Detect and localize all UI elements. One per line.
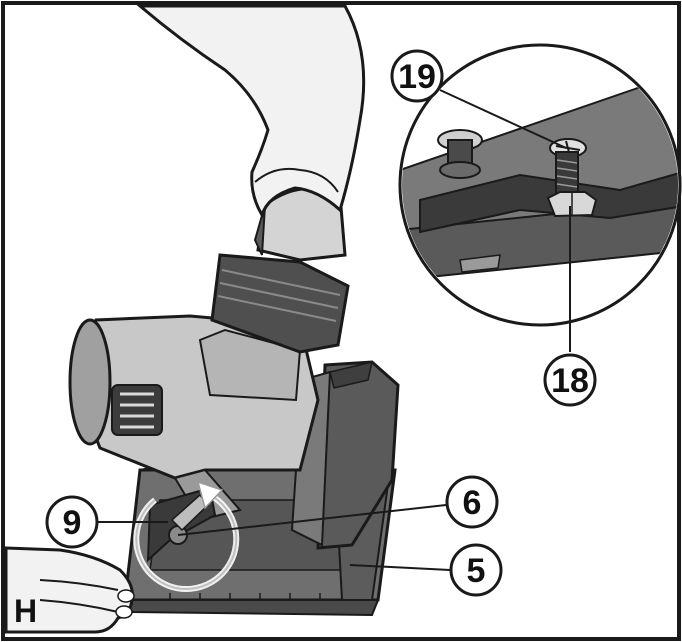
battery-pack bbox=[210, 253, 350, 354]
callout-label-9: 9 bbox=[63, 504, 82, 542]
bevel-adjust-lever bbox=[146, 486, 217, 563]
hand-illustration-lower bbox=[4, 546, 135, 634]
vent-grille bbox=[111, 384, 163, 436]
nut-icon bbox=[546, 191, 598, 218]
adjustment-screw-19 bbox=[549, 138, 587, 195]
callout-label-6: 6 bbox=[463, 484, 482, 522]
callout-label-19: 19 bbox=[398, 58, 436, 96]
motor-housing bbox=[68, 314, 320, 522]
callout-9: 9 bbox=[45, 495, 99, 549]
callout-19: 19 bbox=[390, 49, 444, 103]
figure-letter: H bbox=[14, 593, 37, 629]
detail-magnifier bbox=[398, 43, 682, 327]
callout-18: 18 bbox=[543, 353, 597, 407]
leader-lines bbox=[98, 89, 571, 571]
hand-illustration-upper bbox=[135, 4, 366, 219]
rotation-arrow-icon bbox=[133, 480, 240, 592]
callout-label-5: 5 bbox=[467, 552, 486, 590]
callout-6: 6 bbox=[445, 475, 499, 529]
callout-label-18: 18 bbox=[551, 362, 589, 400]
screw-icon bbox=[437, 129, 483, 179]
callout-5: 5 bbox=[449, 543, 503, 597]
